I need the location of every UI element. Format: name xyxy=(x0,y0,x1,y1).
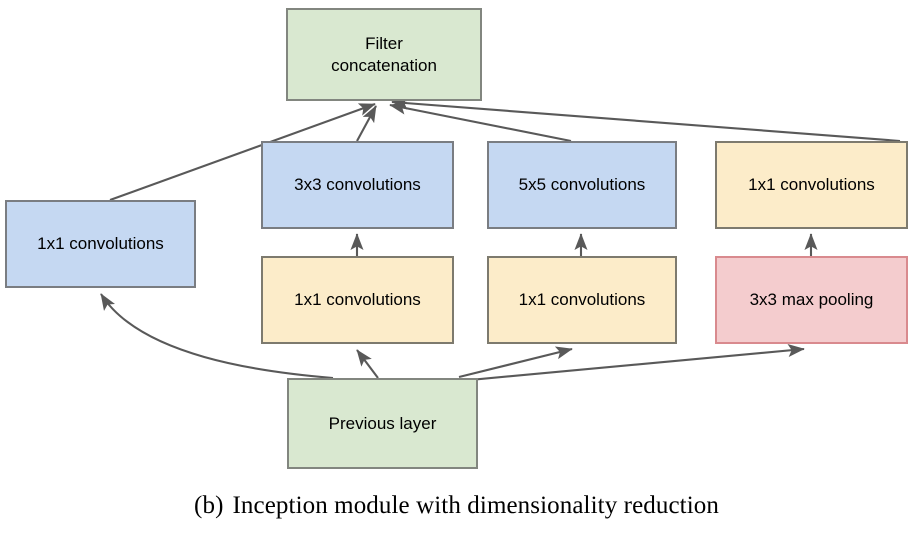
node-conv1x1-left-label: 1x1 convolutions xyxy=(37,234,164,254)
node-conv3x3-label: 3x3 convolutions xyxy=(294,175,421,195)
node-conv1x1-mid-right[interactable]: 1x1 convolutions xyxy=(487,256,677,344)
node-conv1x1-right-label: 1x1 convolutions xyxy=(748,175,875,195)
edge-previous-layer-to-maxpool3x3 xyxy=(458,343,805,383)
edge-conv1x1-right-to-filter-concatenation xyxy=(391,96,901,143)
figure-caption-text: Inception module with dimensionality red… xyxy=(232,492,719,519)
node-filter-concatenation-label: Filter concatenation xyxy=(331,33,437,76)
node-maxpool3x3-label: 3x3 max pooling xyxy=(749,290,874,310)
node-conv1x1-right[interactable]: 1x1 convolutions xyxy=(715,141,908,229)
node-conv5x5-label: 5x5 convolutions xyxy=(518,175,646,195)
node-conv1x1-left[interactable]: 1x1 convolutions xyxy=(5,200,196,288)
edge-conv5x5-to-filter-concatenation xyxy=(389,101,572,143)
node-previous-layer[interactable]: Previous layer xyxy=(287,378,478,469)
edge-previous-layer-to-conv1x1-mid-left xyxy=(356,349,379,379)
node-maxpool3x3[interactable]: 3x3 max pooling xyxy=(715,256,908,344)
node-conv3x3[interactable]: 3x3 convolutions xyxy=(261,141,454,229)
figure-caption-label: (b) xyxy=(194,492,224,519)
node-conv1x1-mid-left[interactable]: 1x1 convolutions xyxy=(261,256,454,344)
node-previous-layer-label: Previous layer xyxy=(328,413,437,433)
edge-conv3x3-to-filter-concatenation xyxy=(356,105,377,142)
edge-previous-layer-to-conv1x1-mid-right xyxy=(458,346,573,379)
node-conv1x1-mid-right-label: 1x1 convolutions xyxy=(518,290,646,310)
node-filter-concatenation[interactable]: Filter concatenation xyxy=(286,8,482,101)
node-filter-concatenation-line2: concatenation xyxy=(331,55,437,75)
node-filter-concatenation-line1: Filter xyxy=(365,34,403,54)
node-conv1x1-mid-left-label: 1x1 convolutions xyxy=(294,290,421,310)
figure-caption: (b) Inception module with dimensionality … xyxy=(0,492,913,520)
node-conv5x5[interactable]: 5x5 convolutions xyxy=(487,141,677,229)
